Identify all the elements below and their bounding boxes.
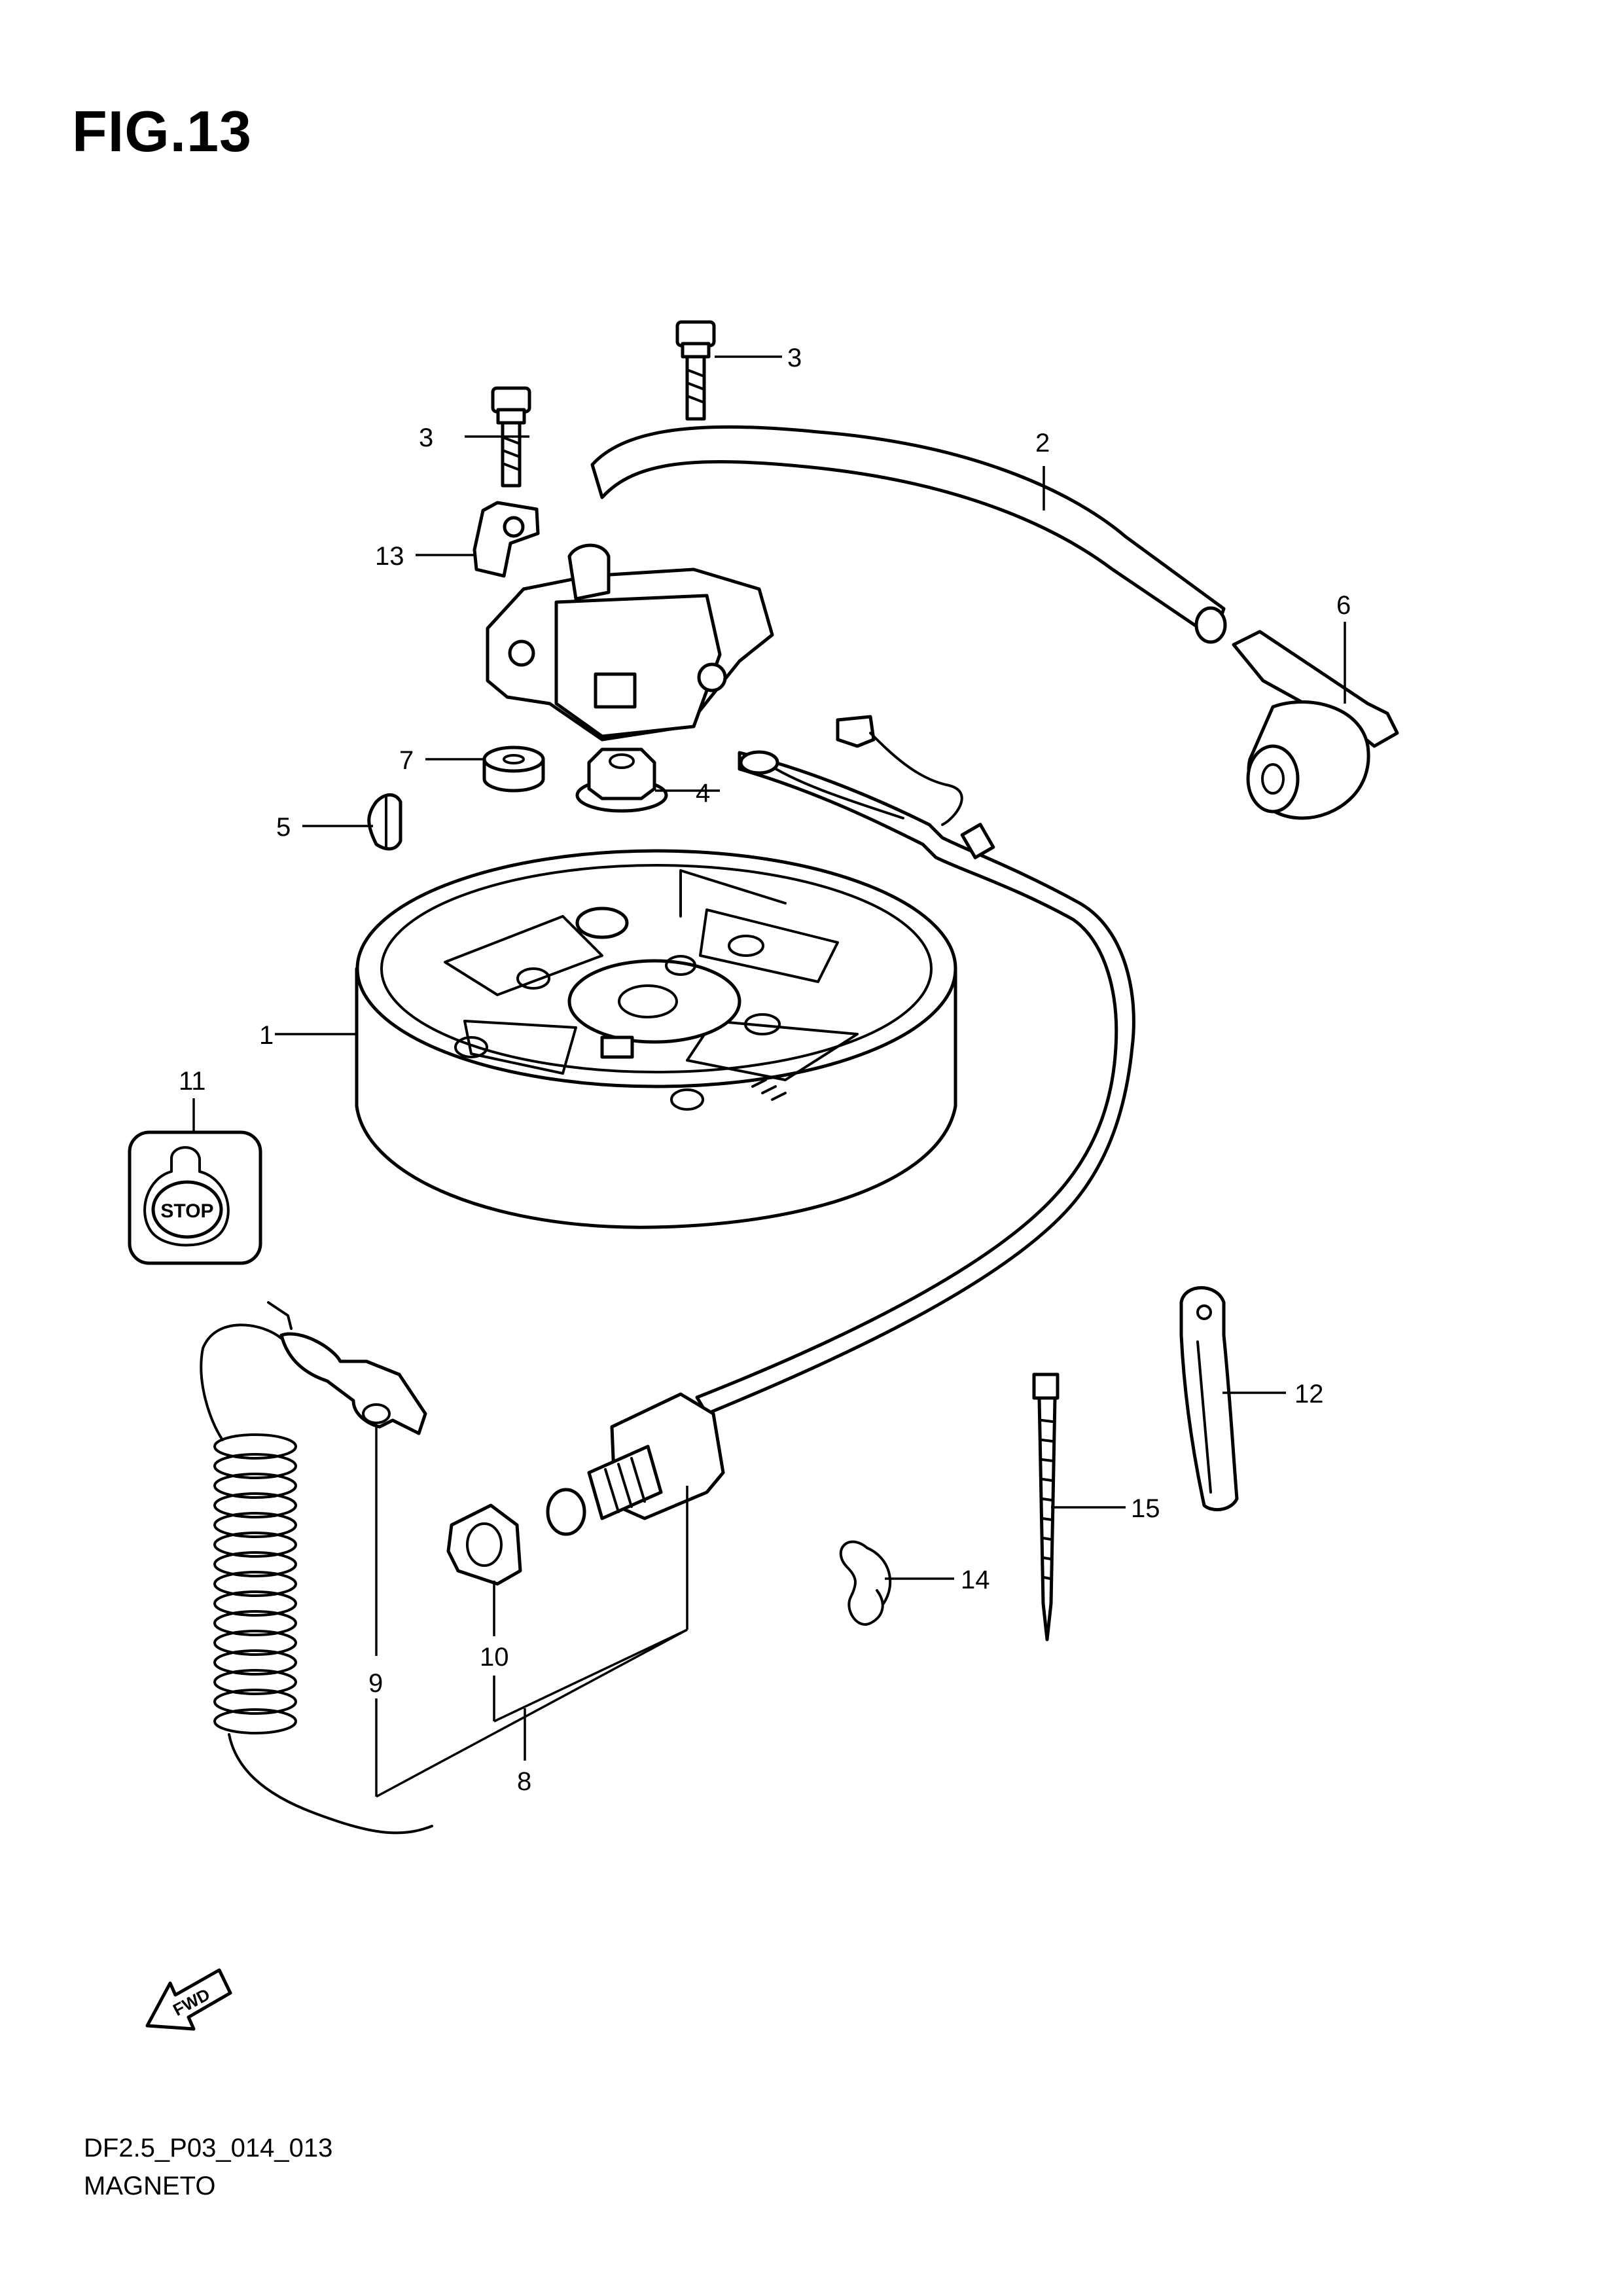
callout-numbers: 1 2 3 3 4 5 6 7 8 9 10 11 12 13 14 15 [179,344,1351,1796]
washer [482,745,545,793]
callout-7: 7 [399,746,414,775]
callout-8: 8 [517,1767,531,1796]
spark-plug-cap [1232,630,1399,820]
switch-nut [446,1503,522,1586]
callout-9: 9 [368,1669,383,1698]
key [367,793,402,851]
diagram-name: MAGNETO [84,2172,216,2200]
ignition-coil [486,425,1227,742]
stop-label: STOP [128,1130,262,1265]
cable-tie [1032,1372,1060,1641]
callout-13: 13 [375,542,404,571]
callout-14: 14 [961,1566,990,1594]
callout-5: 5 [276,813,291,842]
diagram-code: DF2.5_P03_014_013 [84,2134,333,2162]
bolt-upper [675,320,716,421]
callout-2: 2 [1035,429,1050,457]
callout-15: 15 [1131,1494,1160,1523]
flange-nut [575,747,668,813]
clamp [1179,1286,1239,1512]
callout-12: 12 [1294,1380,1324,1408]
leader-lines [192,355,1346,1798]
coil-cord [213,1433,297,1734]
fwd-arrow: FWD [145,1968,232,2031]
clip-ring [839,1540,892,1626]
callout-11: 11 [179,1067,206,1096]
clip-bracket [473,501,540,578]
flywheel [355,849,957,1229]
callout-3-upper: 3 [787,344,802,372]
callout-1: 1 [259,1021,274,1050]
callout-6: 6 [1336,591,1351,620]
stop-lanyard [200,1301,433,1835]
callout-4: 4 [696,779,710,808]
figure-title: FIG.13 [72,99,252,164]
stop-switch-harness [546,715,1135,1536]
bolt-lower [491,386,531,488]
callout-3-lower: 3 [419,423,433,452]
stop-text: STOP [160,1200,213,1222]
callout-10: 10 [480,1643,509,1672]
